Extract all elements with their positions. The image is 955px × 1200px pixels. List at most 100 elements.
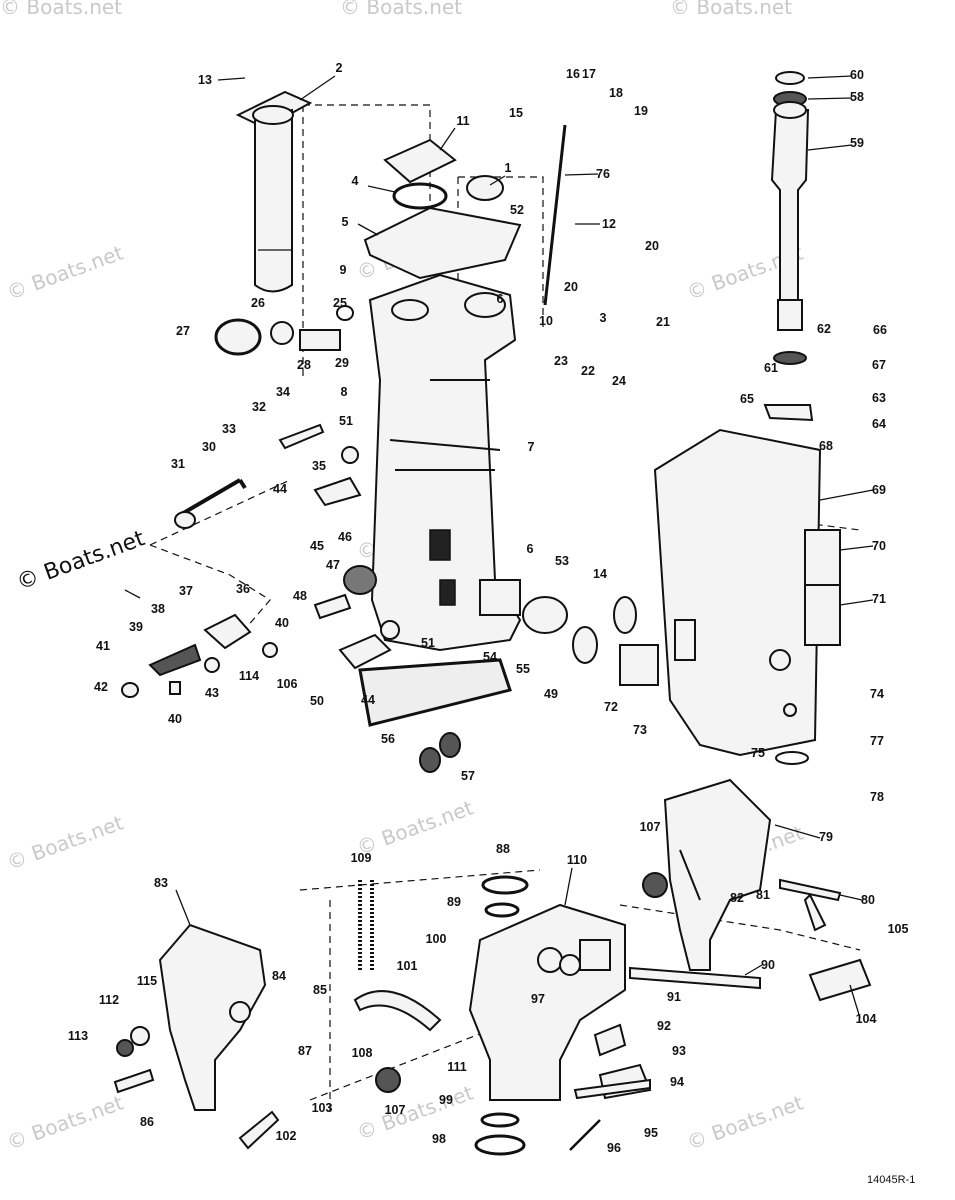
part-callout: 115 (137, 974, 157, 988)
part-callout: 43 (205, 686, 219, 700)
part-callout: 107 (640, 820, 661, 834)
part-callout: 16 (566, 67, 580, 81)
part-callout: 6 (497, 292, 504, 306)
part-callout: 71 (872, 592, 886, 606)
part-callout: 75 (751, 746, 765, 760)
part-callout: 84 (272, 969, 286, 983)
part-callout: 85 (313, 983, 327, 997)
stern-bracket-left (113, 923, 280, 1150)
part-callout: 1 (505, 161, 512, 175)
part-callout: 45 (310, 539, 324, 553)
watermark-dark: © Boats.net (14, 526, 149, 596)
part-callout: 113 (68, 1029, 88, 1043)
part-callout: 3 (600, 311, 607, 325)
part-callout: 63 (872, 391, 886, 405)
part-callout: 103 (312, 1101, 333, 1115)
part-callout: 94 (670, 1075, 684, 1089)
watermark: © Boats.net (0, 0, 122, 19)
part-callout: 49 (544, 687, 558, 701)
part-callout: 53 (555, 554, 569, 568)
part-callout: 30 (202, 440, 216, 454)
part-callout: 31 (171, 457, 185, 471)
part-callout: 97 (531, 992, 545, 1006)
part-callout: 20 (564, 280, 578, 294)
part-callout: 40 (275, 616, 289, 630)
part-callout: 7 (528, 440, 535, 454)
part-callout: 55 (516, 662, 530, 676)
part-callout: 62 (817, 322, 831, 336)
part-callout: 10 (539, 314, 553, 328)
part-callout: 33 (222, 422, 236, 436)
part-callout: 92 (657, 1019, 671, 1033)
part-callout: 110 (567, 853, 587, 867)
part-callout: 102 (276, 1129, 297, 1143)
part-callout: 89 (447, 895, 461, 909)
part-callout: 106 (277, 677, 298, 691)
part-callout: 60 (850, 68, 864, 82)
part-callout: 54 (483, 650, 497, 664)
part-callout: 59 (850, 136, 864, 150)
part-callout: 91 (667, 990, 681, 1004)
part-callout: 23 (554, 354, 568, 368)
part-callout: 20 (645, 239, 659, 253)
stern-bracket-right (642, 778, 872, 1002)
part-callout: 73 (633, 723, 647, 737)
watermark: © Boats.net (684, 1090, 807, 1154)
part-callout: 51 (421, 636, 435, 650)
part-callout: 95 (644, 1126, 658, 1140)
part-callout: 4 (352, 174, 359, 188)
part-callout: 93 (672, 1044, 686, 1058)
part-callout: 64 (872, 417, 886, 431)
part-callout: 88 (496, 842, 510, 856)
part-callout: 37 (179, 584, 193, 598)
steering-tube (763, 71, 814, 422)
part-callout: 56 (381, 732, 395, 746)
part-callout: 25 (333, 296, 347, 310)
part-callout: 112 (99, 993, 119, 1007)
part-callout: 22 (581, 364, 595, 378)
part-callout: 27 (176, 324, 190, 338)
part-callout: 21 (656, 315, 670, 329)
part-callout: 101 (397, 959, 418, 973)
part-callout: 79 (819, 830, 833, 844)
part-callout: 35 (312, 459, 326, 473)
part-callout: 57 (461, 769, 475, 783)
part-callout: 28 (297, 358, 311, 372)
part-callout: 74 (870, 687, 884, 701)
part-callout: 108 (352, 1046, 373, 1060)
part-callout: 14 (593, 567, 607, 581)
part-callout: 51 (339, 414, 353, 428)
grommet-fittings (174, 318, 362, 529)
part-callout: 86 (140, 1115, 154, 1129)
part-callout: 80 (861, 893, 875, 907)
part-callout: 68 (819, 439, 833, 453)
part-callout: 36 (236, 582, 250, 596)
part-callout: 13 (198, 73, 212, 87)
part-callout: 47 (326, 558, 340, 572)
part-callout: 98 (432, 1132, 446, 1146)
part-callout: 40 (168, 712, 182, 726)
part-callout: 44 (273, 482, 287, 496)
watermark: © Boats.net (354, 795, 477, 859)
part-callout: 100 (426, 932, 447, 946)
part-callout: 19 (634, 104, 648, 118)
part-callout: 15 (509, 106, 523, 120)
leader-lines (124, 75, 874, 1019)
gasket-parts (336, 138, 522, 321)
part-callout: 26 (251, 296, 265, 310)
part-callout: 11 (456, 114, 469, 128)
clamp-bracket-center (468, 875, 761, 1156)
part-callout: 50 (310, 694, 324, 708)
part-callout: 12 (602, 217, 616, 231)
part-callout: 81 (756, 888, 770, 902)
part-callout: 61 (764, 361, 778, 375)
part-callout: 70 (872, 539, 886, 553)
part-callout: 41 (96, 639, 110, 653)
springs-and-guard (353, 880, 442, 1093)
part-callout: 82 (730, 891, 744, 905)
part-callout: 109 (351, 851, 372, 865)
part-callout: 2 (336, 61, 343, 75)
exhaust-tube (235, 90, 313, 293)
rubber-mounts (419, 732, 461, 773)
